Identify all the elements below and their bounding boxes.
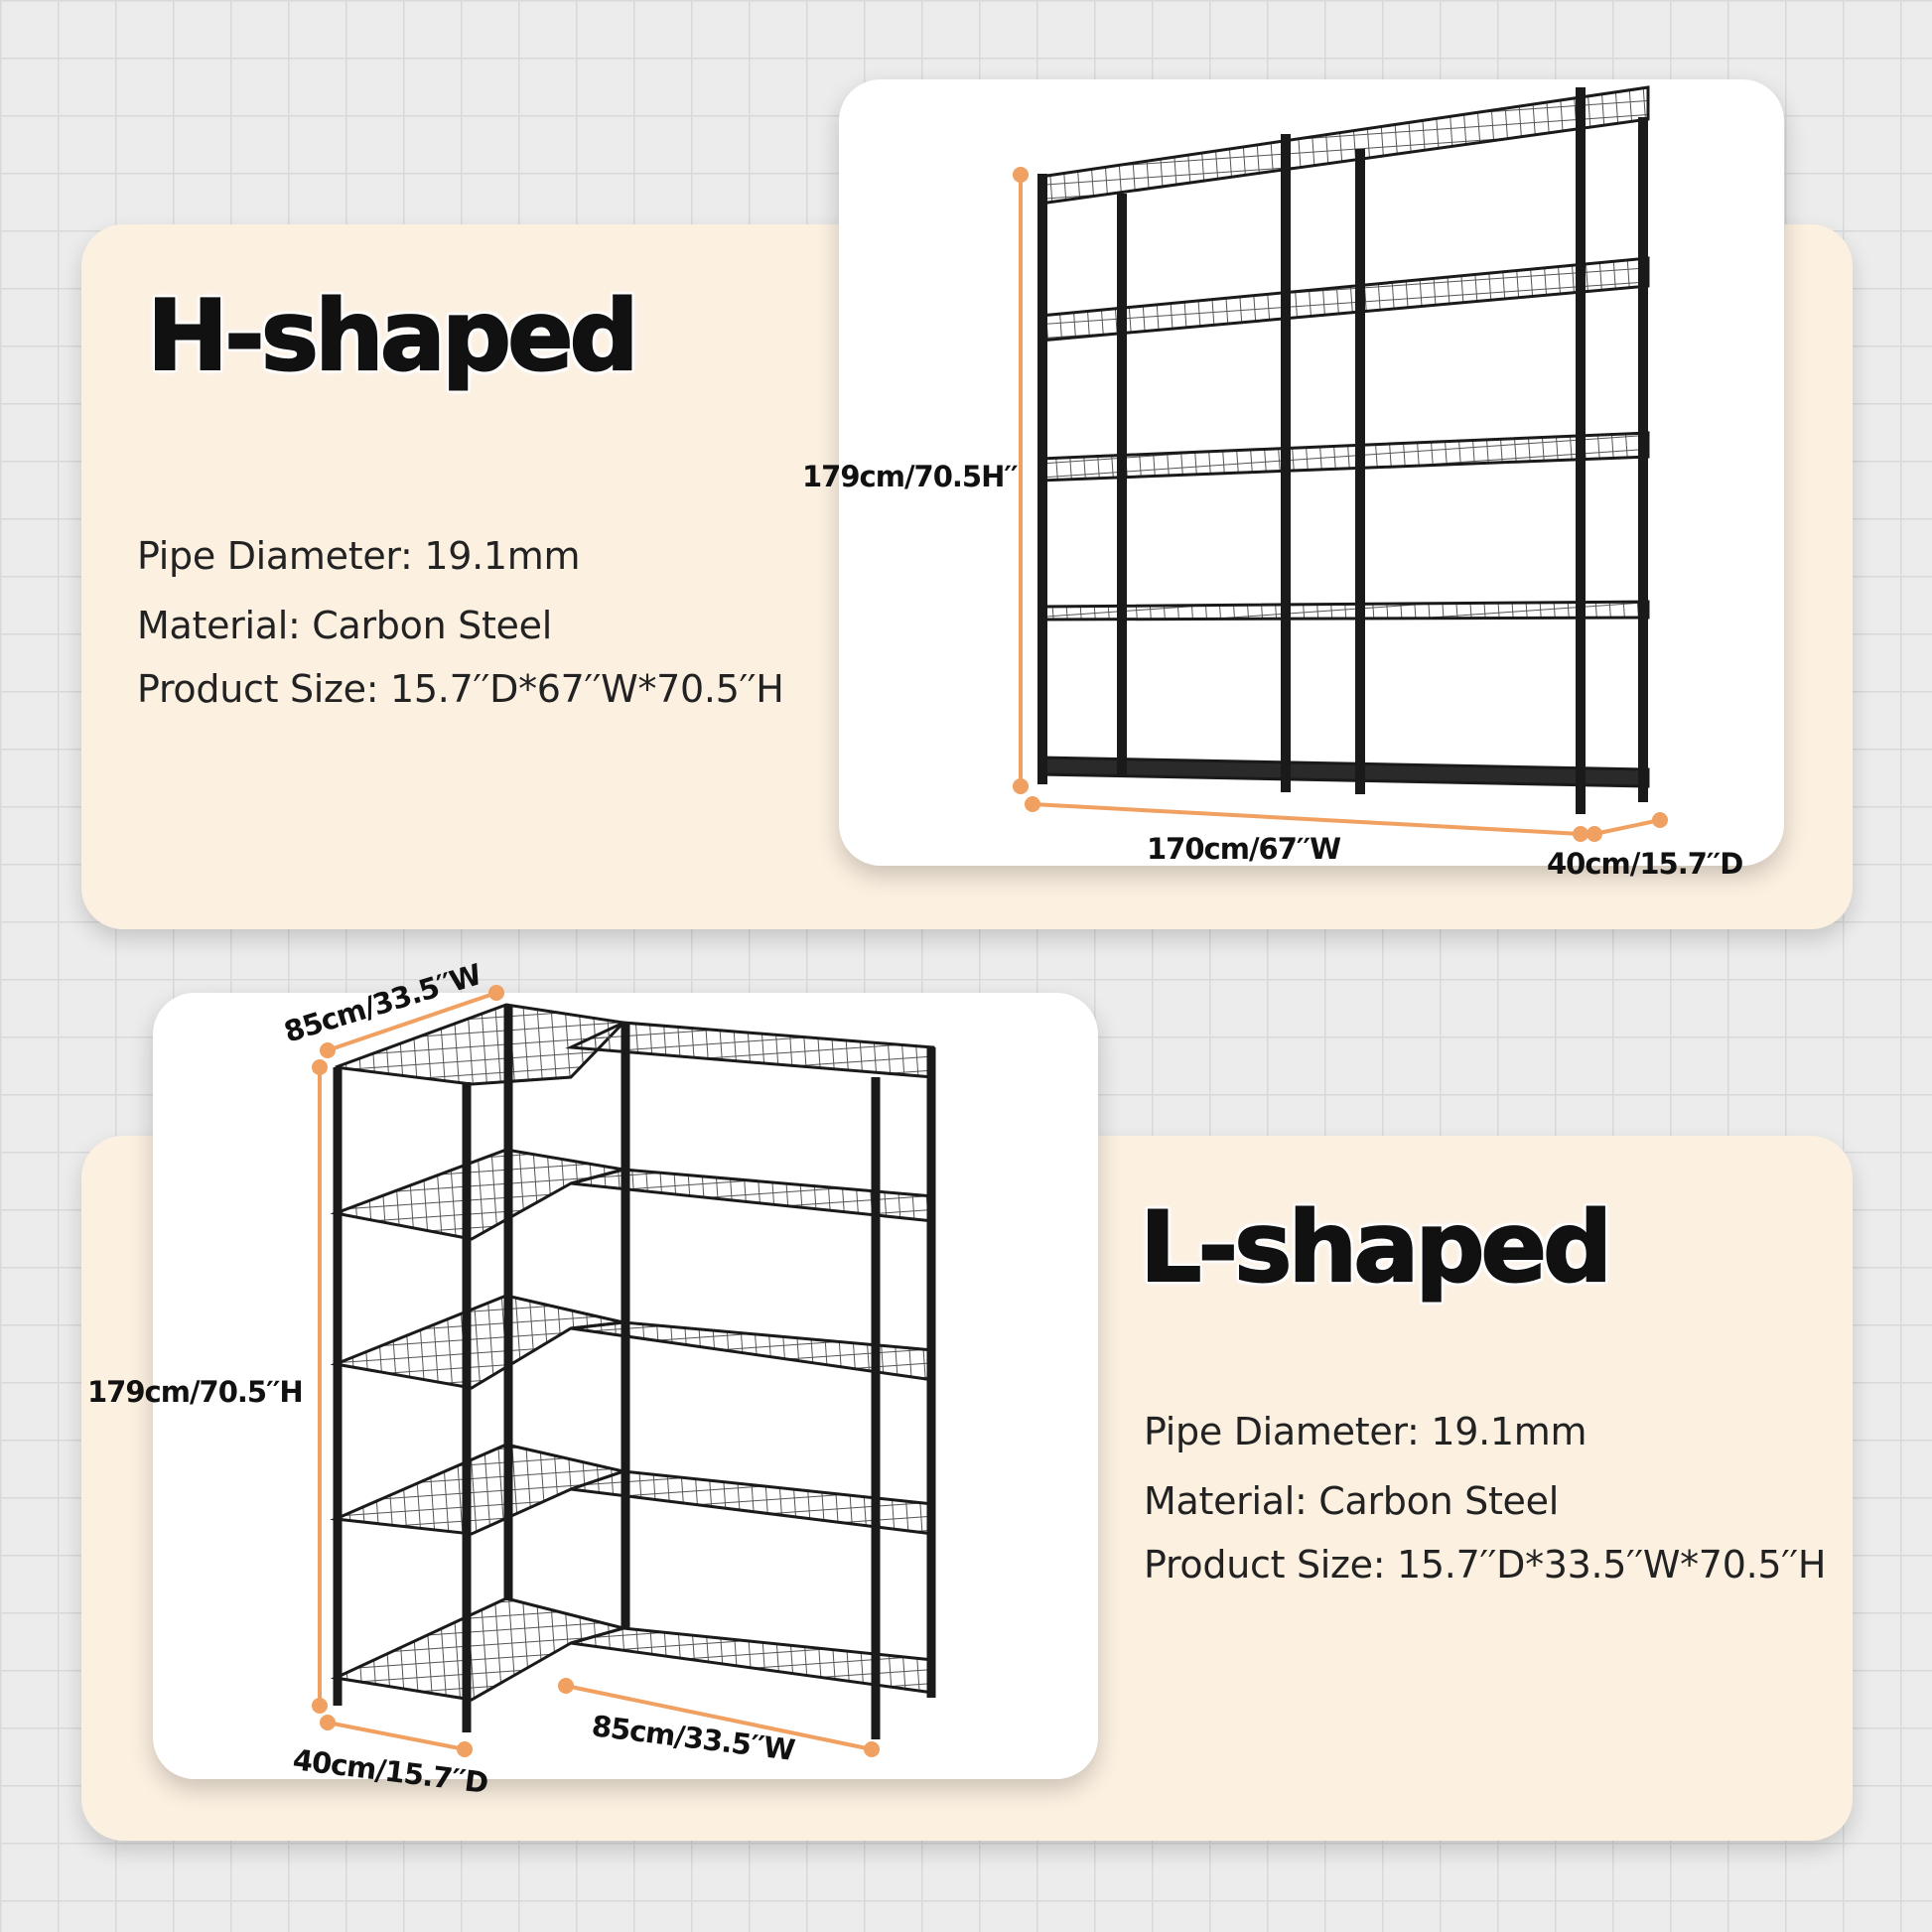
h-width-label: 170cm/67′′W [1147, 832, 1341, 866]
l-spec-material: Material: Carbon Steel [1144, 1479, 1559, 1523]
l-shaped-title: L-shaped [1139, 1190, 1613, 1306]
h-shaped-image-card [839, 79, 1784, 866]
h-rack-shelves [1038, 85, 1650, 788]
l-spec-product-size: Product Size: 15.7′′D*33.5′′W*70.5′′H [1144, 1543, 1827, 1587]
h-depth-label: 40cm/15.7′′D [1547, 847, 1742, 881]
h-shaped-rack-icon [1037, 85, 1650, 814]
h-spec-material: Material: Carbon Steel [137, 604, 552, 647]
l-rack-shelves [330, 1003, 935, 1702]
l-spec-pipe-diameter: Pipe Diameter: 19.1mm [1144, 1410, 1587, 1453]
h-spec-product-size: Product Size: 15.7′′D*67′′W*70.5′′H [137, 667, 784, 711]
h-spec-pipe-diameter: Pipe Diameter: 19.1mm [137, 534, 581, 578]
h-rack-legs [1037, 87, 1648, 814]
l-shaped-rack-icon [330, 1003, 936, 1739]
h-height-label: 179cm/70.5H′′ [802, 460, 1018, 493]
h-shaped-title: H-shaped [146, 279, 640, 394]
l-height-label: 179cm/70.5′′H [87, 1375, 303, 1409]
l-dimension-lines [312, 985, 880, 1757]
l-rack-legs [333, 1005, 936, 1739]
h-dimension-lines [1013, 167, 1668, 842]
l-bottom-width-label: 85cm/33.5′′W [590, 1709, 797, 1767]
